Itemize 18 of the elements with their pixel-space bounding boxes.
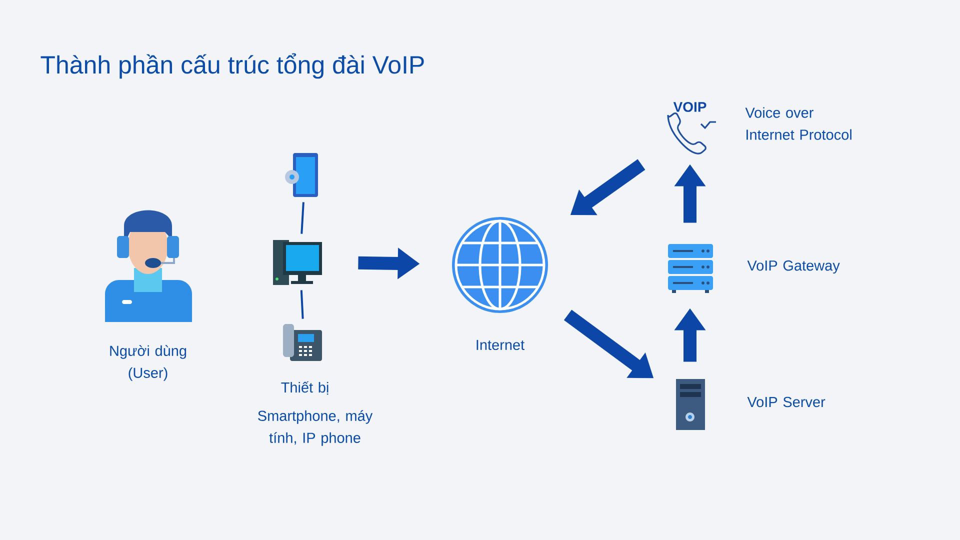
node-label: Người dùng (User) — [110, 345, 186, 381]
computer-drawing — [273, 240, 322, 285]
desk-phone-drawing — [283, 324, 322, 361]
person-drawing — [105, 210, 192, 322]
node-label: Smartphone, máy tính, IP phone — [258, 410, 373, 446]
smartphone-drawing — [285, 153, 318, 197]
node-label: Voice over Internet Protocol — [745, 107, 852, 140]
server-tower-drawing — [676, 379, 705, 430]
connector-line — [300, 290, 304, 319]
title: Thành phần cấu trúc tổng đài VoIP — [40, 53, 424, 79]
server-rack-drawing — [668, 244, 713, 293]
node-label: Thiết bị — [281, 381, 328, 395]
node-label: Internet — [476, 340, 524, 350]
connector-line — [300, 202, 304, 234]
node-label: VoIP Server — [747, 396, 826, 408]
node-label: VoIP Gateway — [747, 260, 840, 274]
globe-drawing — [452, 217, 548, 313]
icon-text: VOIP — [673, 102, 706, 112]
